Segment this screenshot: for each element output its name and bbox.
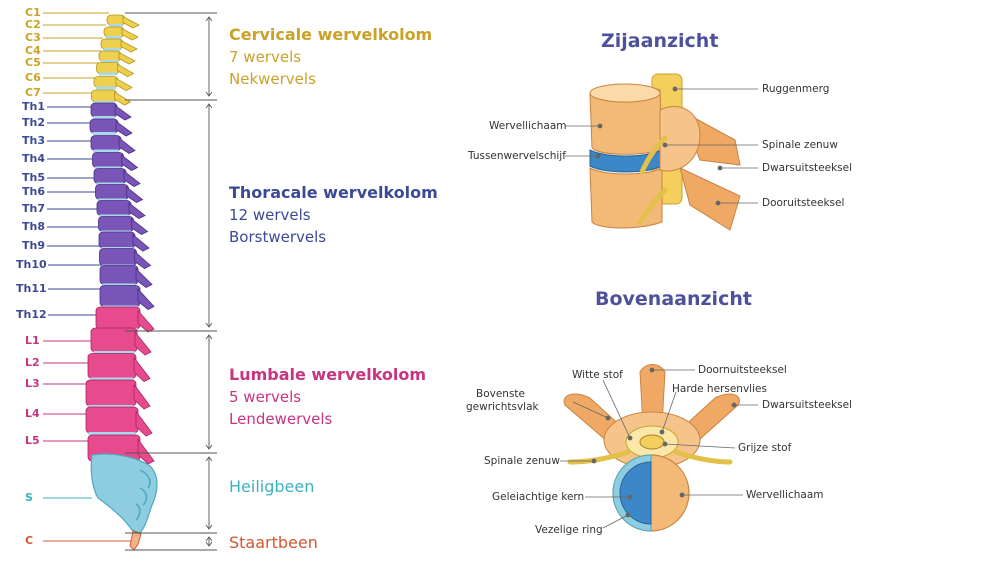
- label-wervellichaam-top: Wervellichaam: [746, 489, 824, 501]
- vertebra-th7: [96, 200, 146, 219]
- vertebra-l5: [85, 406, 153, 437]
- coccyx-shape: [129, 530, 142, 551]
- vertebra-label-l5: L5: [25, 434, 40, 447]
- label-harde-hersenvlies: Harde hersenvlies: [672, 383, 767, 395]
- lumbar-count: 5 wervels: [229, 388, 302, 406]
- thoracic-name: Borstwervels: [229, 228, 327, 246]
- region-bracket-arrow: [205, 334, 213, 340]
- label-dwarsuitsteeksel-side: Dwarsuitsteeksel: [762, 162, 853, 174]
- vertebra-c5: [96, 62, 135, 77]
- vertebra-label-c5: C5: [25, 56, 41, 69]
- coccyx-name: Staartbeen: [229, 533, 318, 552]
- vertebra-label-c2: C2: [25, 18, 41, 31]
- vertebra-th5: [93, 168, 141, 187]
- vertebra-label-th5: Th5: [22, 171, 45, 184]
- section-sacrum: Heiligbeen: [229, 476, 314, 498]
- cervical-name: Nekwervels: [229, 70, 316, 88]
- vertebra-label-l3: L3: [25, 377, 40, 390]
- vertebra-label-c1: C1: [25, 6, 41, 19]
- side-view-title: Zijaanzicht: [601, 30, 719, 52]
- vertebra-label-th6: Th6: [22, 185, 45, 198]
- vertebra-label-l1: L1: [25, 334, 40, 347]
- vertebra-th2: [89, 118, 133, 137]
- section-thoracic: Thoracale wervelkolom 12 wervels Borstwe…: [229, 182, 438, 248]
- vertebra-label-l4: L4: [25, 407, 40, 420]
- vertebra-c1: [106, 14, 140, 29]
- vertebra-label-c4: C4: [25, 44, 41, 57]
- vertebra-label-th7: Th7: [22, 202, 45, 215]
- section-coccyx: Staartbeen: [229, 532, 318, 554]
- label-gewrichtsvlak: gewrichtsvlak: [466, 401, 539, 413]
- vertebrae-column: [85, 14, 155, 465]
- vertebra-label-th12: Th12: [16, 308, 47, 321]
- vertebra-label-th8: Th8: [22, 220, 45, 233]
- region-bracket-arrow: [205, 103, 213, 109]
- vertebra-c7: [91, 89, 132, 106]
- vertebra-label-c3: C3: [25, 31, 41, 44]
- vertebra-label-th2: Th2: [22, 116, 45, 129]
- thoracic-count: 12 wervels: [229, 206, 311, 224]
- vertebra-c3: [100, 38, 138, 53]
- label-geleiachtige-kern: Geleiachtige kern: [492, 491, 585, 503]
- vertebra-th6: [95, 184, 144, 203]
- label-grijze-stof: Grijze stof: [738, 442, 792, 454]
- label-ruggenmerg: Ruggenmerg: [762, 83, 830, 95]
- vertebra-label-th10: Th10: [16, 258, 47, 271]
- label-witte-stof: Witte stof: [572, 369, 623, 381]
- vertebra-c2: [103, 26, 139, 41]
- section-cervical: Cervicale wervelkolom 7 wervels Nekwerve…: [229, 24, 432, 90]
- label-bovenste: Bovenste: [476, 388, 526, 400]
- vertebra-label-s: S: [25, 491, 33, 504]
- cervical-title: Cervicale wervelkolom: [229, 25, 433, 44]
- vertebra-label-c6: C6: [25, 71, 41, 84]
- sacrum-ridges: [135, 469, 151, 521]
- vertebra-label-th3: Th3: [22, 134, 45, 147]
- region-brackets: [125, 12, 217, 551]
- vertebra-th11: [99, 265, 153, 288]
- vertebra-c6: [93, 76, 133, 91]
- vertebra-label-l2: L2: [25, 356, 40, 369]
- label-wervellichaam-side: Wervellichaam: [489, 120, 567, 132]
- region-bracket-arrow: [205, 16, 213, 22]
- vertebra-th1: [90, 102, 132, 121]
- region-bracket-arrow: [205, 444, 213, 450]
- label-doornuitsteeksel: Doornuitsteeksel: [698, 364, 787, 376]
- cervical-count: 7 wervels: [229, 48, 302, 66]
- vertebra-label-c: C: [25, 534, 34, 547]
- vertebra-l3: [87, 353, 151, 382]
- vertebra-l2: [90, 327, 152, 356]
- region-bracket-arrow: [205, 322, 213, 328]
- vertebra-label-th9: Th9: [22, 239, 45, 252]
- vertebra-c4: [98, 50, 136, 65]
- vertebra-label-th11: Th11: [16, 282, 47, 295]
- label-spinale-zenuw-top: Spinale zenuw: [484, 455, 560, 467]
- lumbar-title: Lumbale wervelkolom: [229, 365, 427, 384]
- thoracic-title: Thoracale wervelkolom: [229, 183, 438, 202]
- region-bracket-arrow: [205, 524, 213, 530]
- sacrum-name: Heiligbeen: [229, 477, 315, 496]
- vertebra-label-th1: Th1: [22, 100, 45, 113]
- vertebra-leader-lines: [43, 12, 135, 542]
- region-bracket-arrow: [205, 456, 213, 462]
- vertebra-l4: [85, 379, 151, 410]
- vertebra-label-th4: Th4: [22, 152, 45, 165]
- vertebra-th12: [99, 285, 155, 310]
- label-spinale-zenuw-side: Spinale zenuw: [762, 139, 838, 151]
- top-view-title: Bovenaanzicht: [595, 288, 752, 310]
- vertebra-label-c7: C7: [25, 86, 41, 99]
- sacrum-shape: [90, 453, 158, 534]
- region-bracket-arrow: [205, 536, 213, 542]
- label-dwarsuitsteeksel-top: Dwarsuitsteeksel: [762, 399, 853, 411]
- lumbar-name: Lendewervels: [229, 410, 333, 428]
- section-lumbar: Lumbale wervelkolom 5 wervels Lendewerve…: [229, 364, 426, 430]
- vertebra-th3: [90, 135, 136, 154]
- vertebra-th4: [92, 152, 139, 171]
- label-vezelige-ring: Vezelige ring: [535, 524, 603, 536]
- region-bracket-arrow: [205, 91, 213, 97]
- label-dooruitsteeksel: Dooruitsteeksel: [762, 197, 845, 209]
- region-bracket-arrow: [205, 541, 213, 547]
- label-tussenwervelschijf: Tussenwervelschijf: [468, 150, 566, 162]
